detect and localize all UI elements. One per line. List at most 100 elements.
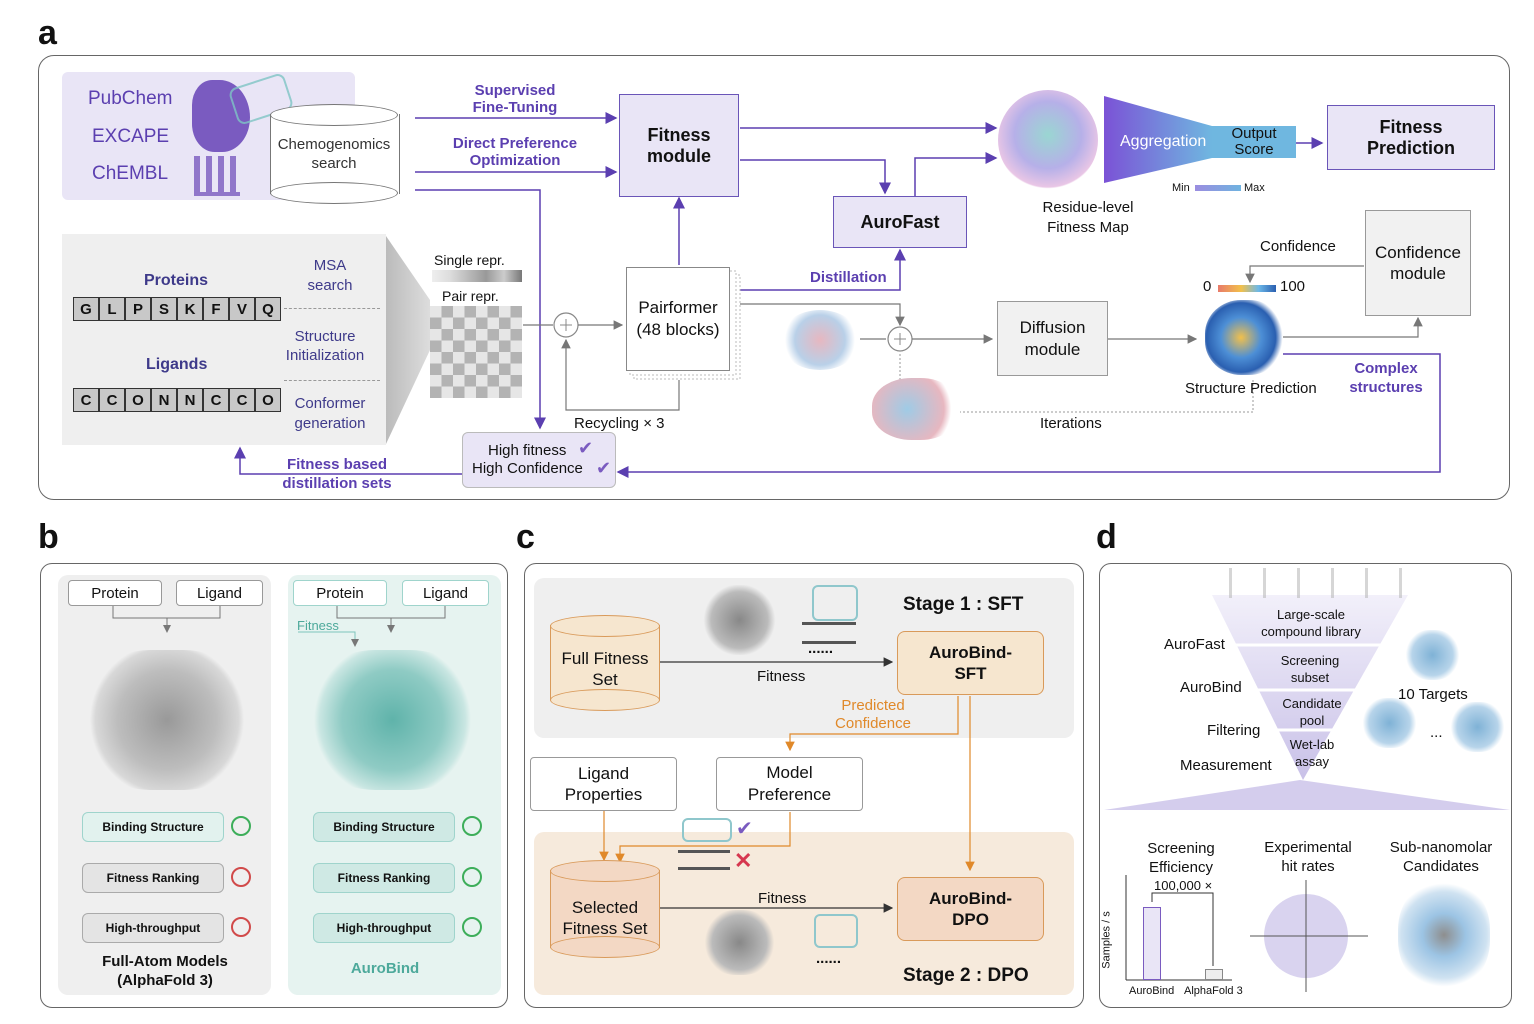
ligand-grey-icon — [802, 622, 856, 644]
ab-protein-tag: Protein — [293, 580, 387, 606]
aurofast-box: AuroFast — [833, 196, 967, 248]
pair-repr-label: Pair repr. — [442, 288, 499, 304]
high-fitness-label: High fitness — [488, 442, 567, 459]
atom: C — [73, 388, 99, 412]
pairformer-box: Pairformer (48 blocks) — [626, 267, 730, 371]
stage2-ellipsis: ...... — [816, 950, 842, 967]
panel-letter-c: c — [516, 518, 535, 556]
residue-map-protein-image — [998, 90, 1098, 190]
divider — [284, 380, 380, 381]
y-axis-label: Samples / s — [1100, 911, 1113, 969]
sft-label: Supervised Fine-Tuning — [472, 82, 558, 116]
structure-init-label: Structure Initialization — [285, 328, 365, 364]
structure-prediction-label: Structure Prediction — [1185, 380, 1317, 397]
stage1-label: Stage 1 : SFT — [903, 594, 1024, 615]
af3-high-throughput: High-throughput — [82, 913, 224, 943]
af3-protein-image — [82, 650, 252, 790]
panel-letter-b: b — [38, 518, 59, 556]
full-set-cylinder: Full Fitness Set — [550, 615, 660, 711]
af3-fitness-ranking: Fitness Ranking — [82, 863, 224, 893]
aurobind-title: AuroBind — [350, 960, 420, 977]
diffusion-module-box: Diffusion module — [997, 301, 1108, 376]
sad-face-icon — [231, 917, 251, 937]
aggregation-label: Aggregation — [1120, 133, 1207, 150]
atom: O — [255, 388, 281, 412]
bar-label-aurobind: AuroBind — [1129, 985, 1175, 997]
db-excape: EXCAPE — [92, 126, 170, 147]
happy-face-icon — [462, 816, 482, 836]
af3-ligand-tag: Ligand — [176, 580, 263, 606]
ligand-teal-icon — [682, 818, 732, 842]
target-protein-image — [1405, 630, 1460, 680]
panel-letter-a: a — [38, 14, 57, 52]
target-protein-image — [1450, 702, 1505, 752]
panel-letter-d: d — [1096, 518, 1117, 556]
sad-face-icon — [231, 867, 251, 887]
atom: N — [177, 388, 203, 412]
side-label-aurobind: AuroBind — [1180, 679, 1242, 696]
subnano-title: Sub-nanomolar Candidates — [1389, 839, 1493, 875]
screening-eff-title: Screening Efficiency — [1147, 840, 1215, 876]
check-icon: ✔ — [578, 438, 594, 458]
targets-ellipsis: ... — [1430, 724, 1443, 741]
atom: O — [125, 388, 151, 412]
funnel-level-candidate: Candidate pool — [1282, 696, 1342, 728]
happy-face-icon — [462, 917, 482, 937]
atom: C — [203, 388, 229, 412]
speedup-label: 100,000 × — [1154, 878, 1213, 893]
predicted-confidence-label: Predicted Confidence — [835, 697, 911, 732]
atom: C — [99, 388, 125, 412]
proteins-label: Proteins — [144, 272, 209, 289]
ab-high-throughput: High-throughput — [313, 913, 455, 943]
atom: C — [229, 388, 255, 412]
colorbar-min: Min — [1172, 182, 1190, 194]
confidence-label: Confidence — [1260, 238, 1336, 255]
ligand-grey-icon — [678, 850, 730, 870]
funnel-level-wetlab: Wet-lab assay — [1289, 737, 1335, 769]
selected-set-label: Selected Fitness Set — [562, 898, 648, 938]
ligand-teal-icon — [812, 585, 858, 621]
candidate-complex-image — [1398, 880, 1490, 990]
protein-grey-image — [702, 585, 777, 655]
residue: G — [73, 297, 99, 321]
residue: Q — [255, 297, 281, 321]
targets-label: 10 Targets — [1398, 686, 1468, 703]
protein-blob-icon — [192, 80, 250, 152]
noise-cloud-image — [780, 310, 860, 370]
funnel-level-screening: Screening subset — [1280, 653, 1340, 685]
distillation-label: Distillation — [810, 269, 887, 286]
selected-set-cylinder: Selected Fitness Set — [550, 860, 660, 958]
bar-label-alphafold3: AlphaFold 3 — [1184, 985, 1243, 997]
residue: L — [99, 297, 125, 321]
iteration-structure-image — [872, 378, 960, 440]
residue-map-label: Residue-level Fitness Map — [1042, 199, 1134, 236]
confidence-module-box: Confidence module — [1365, 210, 1471, 316]
happy-face-icon — [231, 816, 251, 836]
bar-aurobind — [1143, 907, 1161, 980]
output-score-label: Output Score — [1231, 125, 1277, 158]
residue: F — [203, 297, 229, 321]
bar-alphafold3 — [1205, 969, 1223, 980]
stage2-label: Stage 2 : DPO — [903, 965, 1029, 986]
conf-min-label: 0 — [1203, 278, 1212, 295]
dpo-label: Direct Preference Optimization — [452, 135, 578, 169]
ab-fitness-ranking: Fitness Ranking — [313, 863, 455, 893]
side-label-filtering: Filtering — [1207, 722, 1261, 739]
single-repr-bar — [432, 270, 522, 282]
stage1-ellipsis: ...... — [808, 640, 834, 657]
divider — [284, 308, 380, 309]
check-icon: ✔ — [596, 458, 612, 478]
db-pubchem: PubChem — [88, 88, 173, 109]
full-set-label: Full Fitness Set — [561, 649, 649, 689]
funnel-level-library: Large-scale compound library — [1261, 607, 1361, 639]
conformer-gen-label: Conformer generation — [294, 395, 366, 432]
ligand-properties-box: Ligand Properties — [530, 757, 677, 811]
hit-rates-title: Experimental hit rates — [1264, 839, 1352, 875]
ab-ligand-tag: Ligand — [402, 580, 489, 606]
ligands-label: Ligands — [146, 356, 208, 373]
